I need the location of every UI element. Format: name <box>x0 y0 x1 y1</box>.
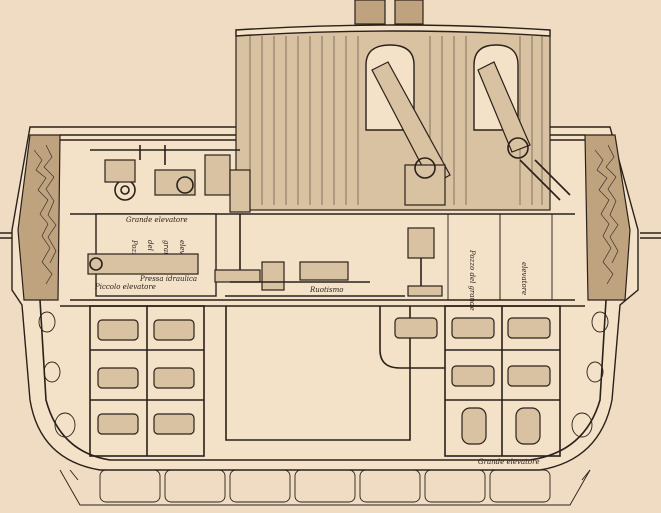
label-shaft-right-a: Pozzo del grande <box>468 249 476 311</box>
keel-line <box>59 469 591 506</box>
label-shaft-right-b: elevatore <box>520 262 528 295</box>
double-bottom-cells <box>99 469 551 503</box>
side-cells <box>38 311 609 438</box>
label-bottom-hoist: Grande elevatore <box>478 458 540 466</box>
turret-hatching <box>249 36 543 205</box>
label-shaft-left-b: del <box>146 240 154 251</box>
label-upper-hoist: Grande elevatore <box>126 216 188 224</box>
inner-hull <box>39 299 607 461</box>
central-pivot <box>407 227 435 259</box>
small-hoist <box>87 253 199 275</box>
right-shaft-2 <box>499 213 553 301</box>
turret-roof <box>235 24 551 37</box>
shell-cradles-left <box>97 319 195 435</box>
label-shaft-left-a: Pozzo <box>130 239 138 260</box>
keel-mark-left <box>69 469 79 481</box>
pivot-base <box>407 285 443 297</box>
hold-passage <box>379 306 445 369</box>
armor-texture <box>33 144 619 285</box>
hood-left <box>354 0 386 25</box>
label-ratchet: Ruotismo <box>309 286 344 294</box>
label-small-hoist: Piccolo elevatore <box>94 283 156 291</box>
central-hold <box>225 306 411 441</box>
label-shaft-left-c: grande <box>162 240 170 265</box>
keel-mark-right <box>581 469 591 481</box>
shell-cradles-right <box>394 317 551 445</box>
hood-right <box>394 0 424 25</box>
small-hoist-drum <box>89 257 103 271</box>
turret-gun-left <box>371 61 451 206</box>
armor-belt-left <box>17 134 61 301</box>
turret-gun-right <box>477 61 571 201</box>
armor-belt-right <box>584 134 631 301</box>
upper-machinery <box>90 145 251 213</box>
label-hydraulic-press: Pressa idraulica <box>139 275 197 283</box>
ratchet-gear <box>214 261 405 297</box>
